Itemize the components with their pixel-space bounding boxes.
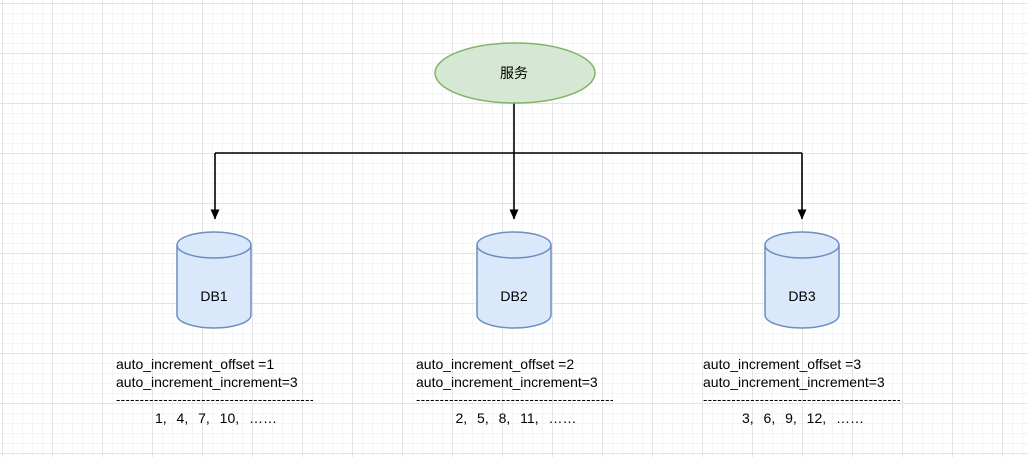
db2-divider: ----------------------------------------… bbox=[416, 392, 613, 407]
db3-annotation: auto_increment_offset =3 auto_increment_… bbox=[703, 355, 903, 427]
db1-cylinder-cap bbox=[176, 244, 252, 259]
db3-cylinder-body bbox=[764, 231, 840, 329]
db2-cylinder-body bbox=[476, 231, 552, 329]
db1-increment-text: auto_increment_increment=3 bbox=[116, 374, 298, 390]
db1-cylinder bbox=[176, 231, 252, 329]
db1-annotation: auto_increment_offset =1 auto_increment_… bbox=[116, 355, 316, 427]
db2-label: DB2 bbox=[500, 288, 528, 304]
db3-divider: ----------------------------------------… bbox=[703, 392, 900, 407]
db2-cylinder-cap bbox=[476, 244, 552, 259]
db1-label: DB1 bbox=[200, 288, 228, 304]
db2-increment-text: auto_increment_increment=3 bbox=[416, 374, 598, 390]
db3-cylinder-cap bbox=[764, 244, 840, 259]
db1-divider: ----------------------------------------… bbox=[116, 392, 313, 407]
db2-annotation: auto_increment_offset =2 auto_increment_… bbox=[416, 355, 616, 427]
db1-offset-text: auto_increment_offset =1 bbox=[116, 356, 275, 372]
service-node-ellipse bbox=[434, 42, 596, 104]
db3-increment-text: auto_increment_increment=3 bbox=[703, 374, 885, 390]
db3-label: DB3 bbox=[788, 288, 816, 304]
service-node-label: 服务 bbox=[500, 65, 528, 81]
db3-cylinder bbox=[764, 231, 840, 329]
db2-sequence-text: 2, 5, 8, 11, …… bbox=[455, 410, 577, 426]
connector-group bbox=[210, 103, 807, 220]
db2-cylinder bbox=[476, 231, 552, 329]
db1-cylinder-body bbox=[176, 231, 252, 329]
db3-offset-text: auto_increment_offset =3 bbox=[703, 356, 862, 372]
db2-offset-text: auto_increment_offset =2 bbox=[416, 356, 575, 372]
db1-sequence-text: 1, 4, 7, 10, …… bbox=[154, 410, 278, 426]
db3-sequence-text: 3, 6, 9, 12, …… bbox=[741, 410, 865, 426]
